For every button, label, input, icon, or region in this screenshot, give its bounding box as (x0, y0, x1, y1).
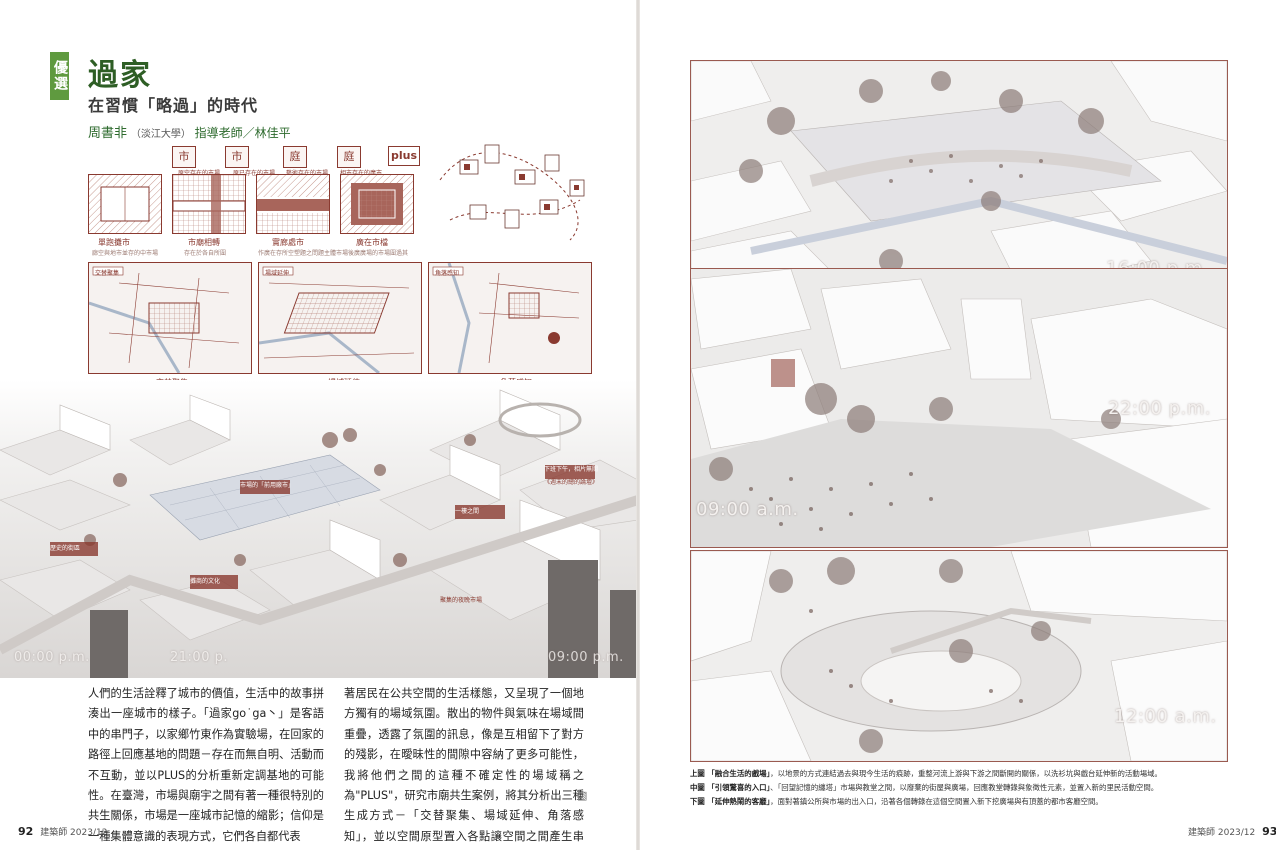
pattern-diagram-2 (172, 174, 246, 234)
advisor: 指導老師／林佳平 (194, 126, 291, 140)
annot-3: 市場的「前用廠市」 (240, 482, 295, 489)
author-line: 周書非 （淡江大學） 指導老師／林佳平 (88, 122, 291, 141)
top-note-1: 原空存在的市場 (178, 168, 220, 177)
right-page: 16:00 p.m. 22:00 p.m. 09:00 a.m. (638, 0, 1276, 850)
annot-5: 攤商的文化 (190, 578, 221, 585)
plan-tag-3: 角落感知 (435, 270, 460, 277)
pattern-title-3: 實廊處市 (272, 238, 304, 247)
time-label-0900: 09:00 a.m. (696, 499, 799, 520)
annot-6: 歷史的街區 (50, 545, 81, 552)
right-page-number: 93 (1262, 825, 1276, 838)
annot-2: 《週末的總的論壇》 (544, 479, 599, 486)
author-name: 周書非 (88, 126, 128, 141)
author-school: （淡江大學） (130, 129, 191, 140)
right-folio: 建築師 2023/12 93 (1188, 825, 1276, 838)
caption-top: 上圖 「融合生活的戲場」，以地景的方式連結過去與現今生活的痕跡，重整河流上游與下… (690, 768, 1162, 779)
pattern-title-2: 市廟相轉 (188, 238, 220, 247)
pattern-sub-1: 廊空與地市並存的中市場 (92, 250, 159, 257)
caption-top-text: ，以地景的方式連結過去與現今生活的痕跡，重整河流上游與下游之間斷開的關係，以洗衫… (770, 769, 1162, 778)
seal-market-2: 市 (225, 146, 249, 168)
seal-temple-1: 庭 (283, 146, 307, 168)
pattern-diagram-3 (256, 174, 330, 234)
body-column-1: 人們的生活詮釋了城市的價值，生活中的故事拼湊出一座城市的樣子。「過家go˙ga丶… (88, 687, 324, 843)
plan-panel-1: 交替聚集 (88, 262, 252, 374)
left-page-number: 92 (18, 825, 34, 838)
top-note-4: 相市存在的廣市 (340, 168, 382, 177)
left-magazine: 建築師 2023/12 (40, 828, 108, 838)
caption-bottom-lead: 下圖 「延伸熱鬧的客廳」 (690, 797, 771, 806)
caption-middle: 中圖 「引領驚喜的入口」、「回望記憶的纏塔」市場與教堂之間，以廢棄的街屋與廣場，… (690, 782, 1158, 793)
plan-panel-2: 場域延伸 (258, 262, 422, 374)
spine-gutter (636, 0, 640, 850)
scene-bottom (690, 550, 1228, 762)
pattern-sub-2: 存在於各自所圍 (184, 250, 227, 257)
right-magazine: 建築師 2023/12 (1188, 828, 1256, 838)
article-subtitle: 在習慣「略過」的時代 (88, 96, 259, 115)
time-label-2200: 22:00 p.m. (1108, 398, 1211, 419)
scene-middle (690, 268, 1228, 548)
caption-bottom: 下圖 「延伸熱鬧的客廳」，面對著鎮公所與市場的出入口，沿著各個轉錄在這個空間置入… (690, 796, 1103, 807)
annot-1: 下班下午，相片無關 (544, 466, 599, 473)
plus-label: plus (388, 146, 420, 166)
pattern-title-1: 單跑攤市 (98, 238, 130, 247)
prototype-sketch (439, 144, 585, 241)
caption-bottom-text: ，面對著鎮公所與市場的出入口，沿著各個轉錄在這個空間置入新下挖廣場與有頂蓋的都市… (770, 797, 1103, 806)
caption-middle-text: 、「回望記憶的纏塔」市場與教堂之間，以廢棄的街屋與廣場，回應教堂轉錄與象徵性元素… (770, 783, 1159, 792)
pattern-1-svg (89, 175, 161, 233)
pattern-diagram-4 (340, 174, 414, 234)
pattern-sub-3: 作廣在存所空塑題之問題主體市場 (258, 250, 349, 257)
body-column-2: 著居民在公共空間的生活樣態，又呈現了一個地方獨有的場域氛圍。散出的物件與氣味在場… (344, 687, 584, 843)
aerial-time-3: 09:00 p.m. (548, 650, 624, 665)
aerial-time-1: 00:00 p.m. (14, 650, 90, 665)
caption-top-lead: 上圖 「融合生活的戲場」 (690, 769, 771, 778)
annot-4: 一樓之間 (455, 508, 480, 515)
pattern-title-4: 廣在市檔 (356, 238, 388, 247)
time-label-1200: 12:00 a.m. (1114, 706, 1217, 727)
end-mark: ▧ (577, 789, 588, 802)
seal-market-1: 市 (172, 146, 196, 168)
plan-panel-3: 角落感知 (428, 262, 592, 374)
left-folio: 92 建築師 2023/12 (14, 825, 107, 838)
left-page: 優選 過家 在習慣「略過」的時代 周書非 （淡江大學） 指導老師／林佳平 市 市… (0, 52, 638, 843)
pattern-diagram-1 (88, 174, 162, 234)
seal-temple-2: 庭 (337, 146, 361, 168)
top-note-2: 原已存在的市場 (233, 170, 276, 177)
caption-middle-lead: 中圖 「引領驚喜的入口」 (690, 783, 771, 792)
plan-tag-2: 場域延伸 (265, 270, 290, 277)
annot-7: 聚集的夜晚市場 (440, 597, 483, 604)
article-title: 過家 (88, 58, 152, 93)
award-badge: 優選 (50, 52, 69, 100)
aerial-time-2: 21:00 p. (170, 650, 228, 665)
top-note-3: 藝術存在的市場 (286, 168, 328, 177)
plan-tag-1: 交替聚集 (95, 270, 120, 277)
pattern-sub-4: 後廣廣場的市場圍過其 (348, 250, 409, 257)
aerial-axonometric: 下班下午，相片無關 《週末的總的論壇》 市場的「前用廠市」 一樓之間 攤商的文化… (0, 380, 638, 678)
